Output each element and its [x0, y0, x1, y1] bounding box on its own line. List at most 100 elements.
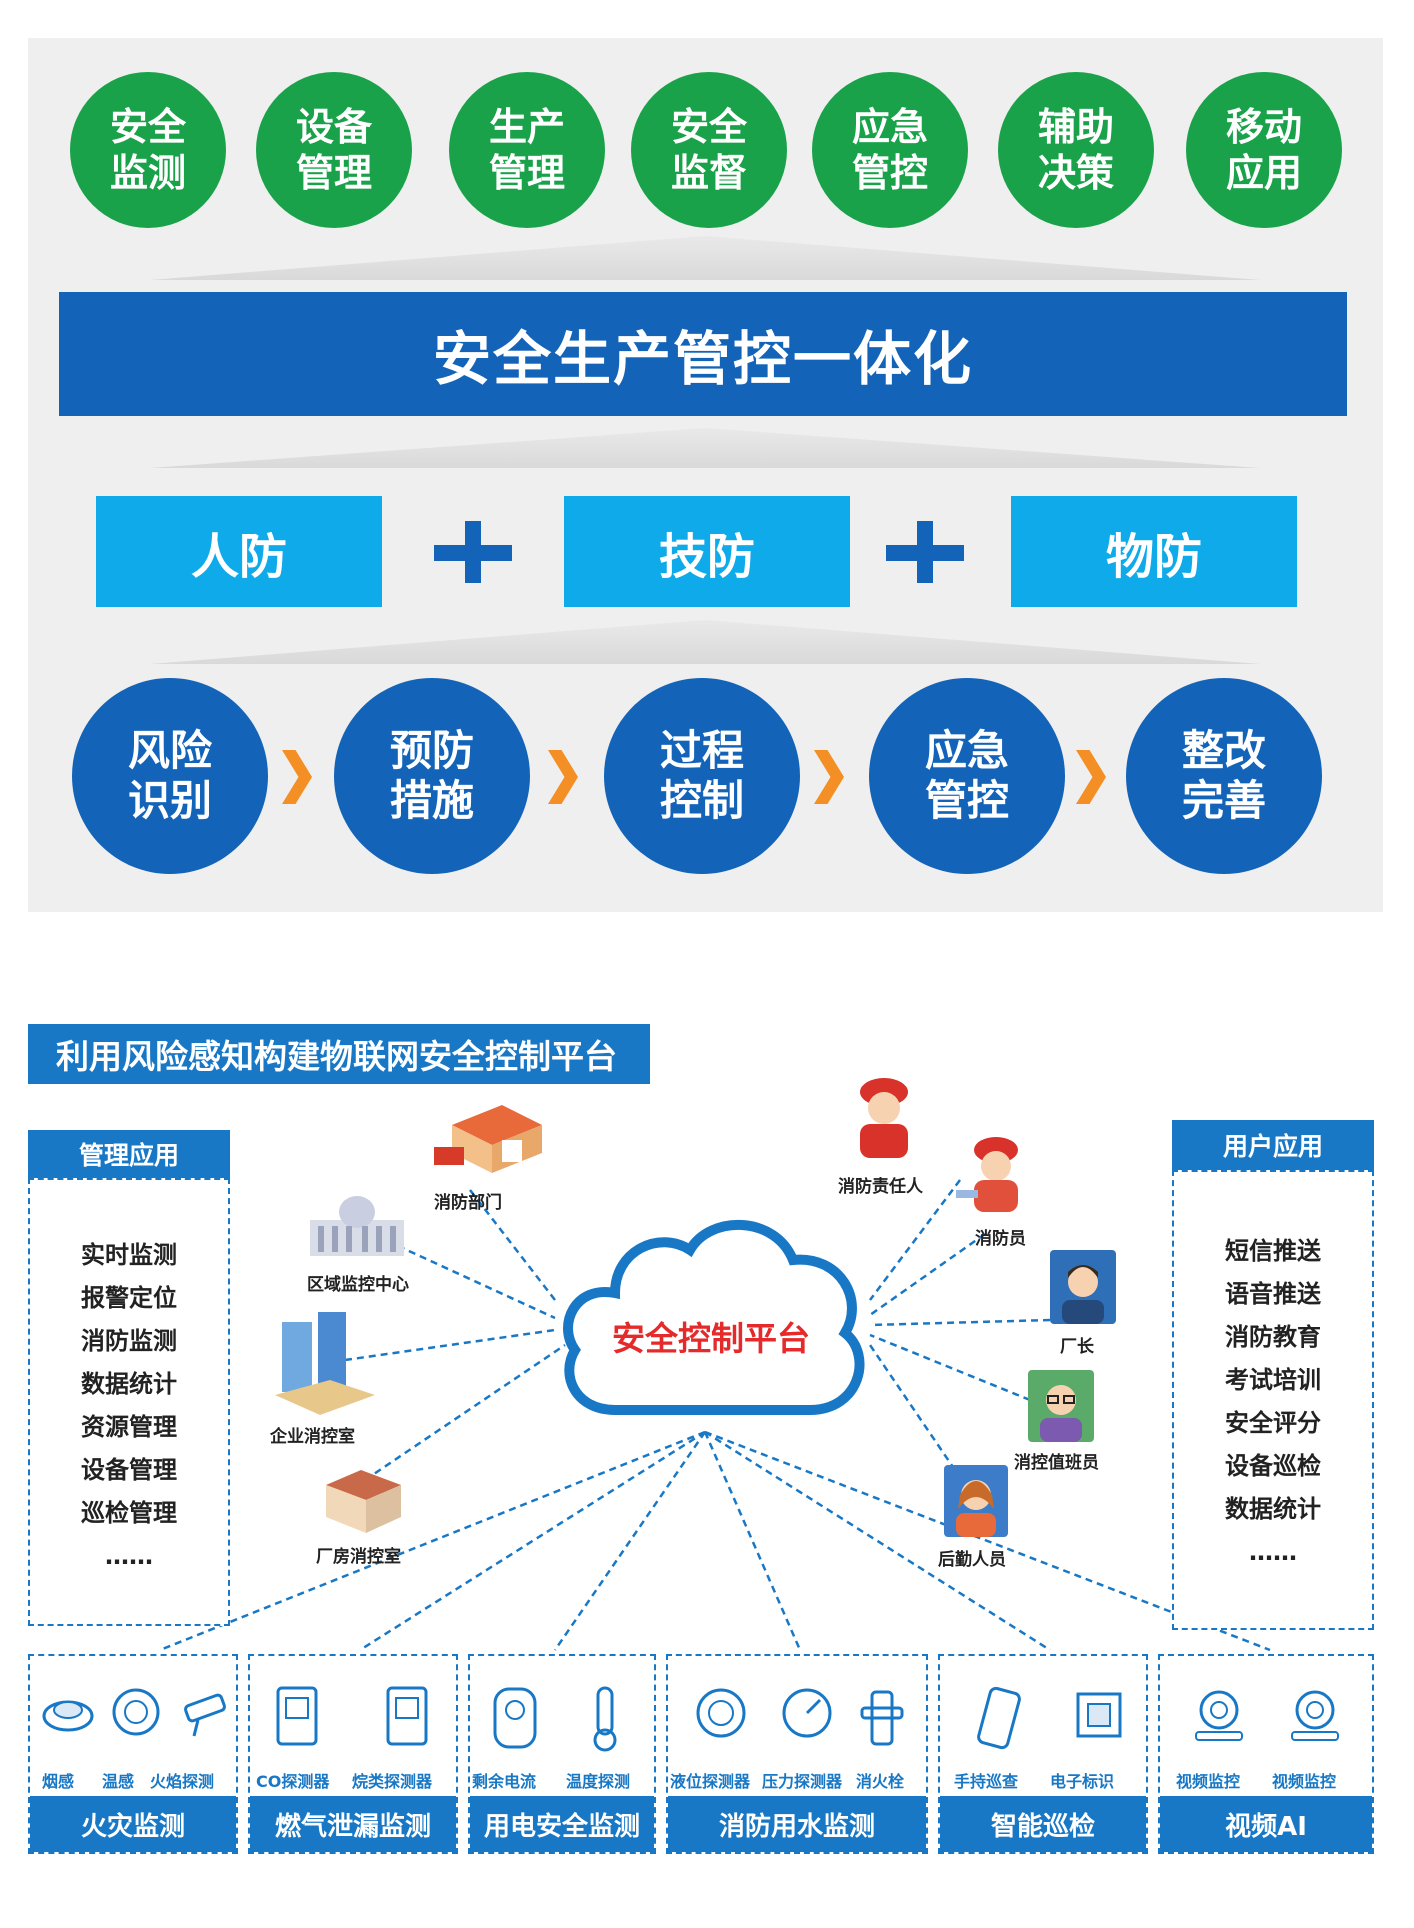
device-label: 液位探测器	[670, 1772, 751, 1791]
category-title: 视频AI	[1160, 1796, 1372, 1852]
process-risk-identification: 风险识别	[72, 678, 268, 874]
category-smart-inspection: 手持巡查 电子标识 智能巡检	[938, 1654, 1148, 1854]
user-item: 语音推送	[1225, 1280, 1321, 1308]
handheld-device-icon	[977, 1686, 1021, 1750]
process-control: 过程控制	[604, 678, 800, 874]
mgmt-item: 数据统计	[81, 1370, 177, 1398]
device-label: 剩余电流	[472, 1772, 537, 1791]
device-label: CO探测器	[256, 1772, 330, 1791]
defense-physical: 物防	[1011, 496, 1297, 607]
module-mobile-app: 移动应用	[1186, 72, 1342, 228]
mgmt-item: 设备管理	[81, 1456, 177, 1484]
node-duty-officer: 消控值班员	[1014, 1453, 1099, 1473]
mgmt-item: 资源管理	[81, 1413, 177, 1441]
device-label: 消火栓	[856, 1772, 905, 1791]
mgmt-item: 实时监测	[81, 1241, 177, 1269]
node-logistics-staff: 后勤人员	[938, 1550, 1006, 1570]
module-safety-monitoring: 安全监测	[70, 72, 226, 228]
rfid-tag-icon	[1076, 1692, 1122, 1738]
device-label: 手持巡查	[954, 1772, 1019, 1791]
process-rectification: 整改完善	[1126, 678, 1322, 874]
user-item: 消防教育	[1225, 1323, 1321, 1351]
category-gas-leak-monitoring: CO探测器 烷类探测器 燃气泄漏监测	[248, 1654, 458, 1854]
category-title: 燃气泄漏监测	[250, 1796, 456, 1852]
node-fire-department: 消防部门	[434, 1193, 502, 1213]
cloud-label: 安全控制平台	[612, 1319, 810, 1358]
mgmt-panel: 实时监测 报警定位 消防监测 数据统计 资源管理 设备管理 巡检管理 ……	[28, 1178, 230, 1626]
defense-human: 人防	[96, 496, 382, 607]
category-title: 火灾监测	[30, 1796, 236, 1852]
factory-building-icon	[326, 1470, 401, 1533]
fire-chief-icon	[860, 1078, 908, 1158]
co-detector-icon	[276, 1686, 318, 1746]
module-safety-supervision: 安全监督	[631, 72, 787, 228]
office-building-icon	[275, 1312, 375, 1415]
node-enterprise-control-room: 企业消控室	[270, 1427, 355, 1447]
process-prevention: 预防措施	[334, 678, 530, 874]
platform-title: 利用风险感知构建物联网安全控制平台	[28, 1024, 650, 1084]
node-factory-director: 厂长	[1060, 1337, 1094, 1357]
user-item: 安全评分	[1225, 1409, 1321, 1437]
device-label: 烟感	[42, 1772, 75, 1791]
device-label: 火焰探测	[150, 1772, 215, 1791]
device-label: 烷类探测器	[352, 1772, 433, 1791]
integration-banner: 安全生产管控一体化	[59, 292, 1347, 416]
fire-hydrant-icon	[860, 1690, 904, 1746]
device-label: 视频监控	[1272, 1772, 1337, 1791]
category-electrical-monitoring: 剩余电流 温度探测 用电安全监测	[468, 1654, 656, 1854]
user-item: 设备巡检	[1225, 1452, 1321, 1480]
mgmt-item: 巡检管理	[81, 1499, 177, 1527]
module-production-management: 生产管理	[449, 72, 605, 228]
plus-icon	[434, 521, 512, 583]
residual-current-icon	[493, 1687, 537, 1749]
government-building-icon	[310, 1196, 404, 1256]
category-video-ai: 视频监控 视频监控 视频AI	[1158, 1654, 1374, 1854]
module-equipment-management: 设备管理	[256, 72, 412, 228]
mgmt-item: 报警定位	[81, 1284, 177, 1312]
category-fire-water-monitoring: 液位探测器 压力探测器 消火栓 消防用水监测	[666, 1654, 928, 1854]
user-item: ……	[1249, 1538, 1297, 1566]
category-title: 智能巡检	[940, 1796, 1146, 1852]
factory-director-avatar-icon	[1050, 1250, 1116, 1324]
device-label: 电子标识	[1050, 1772, 1115, 1791]
device-label: 温度探测	[566, 1772, 631, 1791]
node-firefighter: 消防员	[975, 1229, 1026, 1249]
level-detector-icon	[696, 1688, 746, 1738]
mgmt-item: ……	[105, 1542, 153, 1570]
duty-officer-avatar-icon	[1028, 1370, 1094, 1442]
pressure-gauge-icon	[782, 1688, 832, 1738]
plus-icon	[886, 521, 964, 583]
node-fire-responsible: 消防责任人	[838, 1177, 923, 1197]
device-label: 视频监控	[1176, 1772, 1241, 1791]
alkane-detector-icon	[386, 1686, 428, 1746]
camera-icon	[1195, 1690, 1243, 1741]
mgmt-header: 管理应用	[28, 1130, 230, 1178]
fire-station-icon	[434, 1105, 542, 1173]
device-label: 温感	[102, 1772, 135, 1791]
module-emergency-control: 应急管控	[812, 72, 968, 228]
device-label: 压力探测器	[762, 1772, 843, 1791]
defense-technical: 技防	[564, 496, 850, 607]
smoke-detector-icon	[42, 1700, 94, 1732]
module-decision-support: 辅助决策	[998, 72, 1154, 228]
camera-icon	[1291, 1690, 1339, 1741]
cloud-icon	[563, 1219, 865, 1415]
category-title: 用电安全监测	[470, 1796, 654, 1852]
category-title: 消防用水监测	[668, 1796, 926, 1852]
user-item: 考试培训	[1225, 1366, 1321, 1394]
node-factory-control-room: 厂房消控室	[316, 1547, 401, 1567]
node-regional-center: 区域监控中心	[307, 1275, 409, 1295]
logistics-staff-avatar-icon	[944, 1465, 1008, 1537]
heat-detector-icon	[112, 1688, 160, 1736]
mgmt-item: 消防监测	[81, 1327, 177, 1355]
firefighter-icon	[956, 1137, 1018, 1212]
process-emergency: 应急管控	[869, 678, 1065, 874]
user-header: 用户应用	[1172, 1120, 1374, 1170]
user-item: 短信推送	[1225, 1237, 1321, 1265]
thermometer-icon	[593, 1686, 617, 1752]
user-item: 数据统计	[1225, 1495, 1321, 1523]
user-panel: 短信推送 语音推送 消防教育 考试培训 安全评分 设备巡检 数据统计 ……	[1172, 1170, 1374, 1630]
flame-detector-icon	[184, 1693, 226, 1737]
category-fire-monitoring: 烟感 温感 火焰探测 火灾监测	[28, 1654, 238, 1854]
